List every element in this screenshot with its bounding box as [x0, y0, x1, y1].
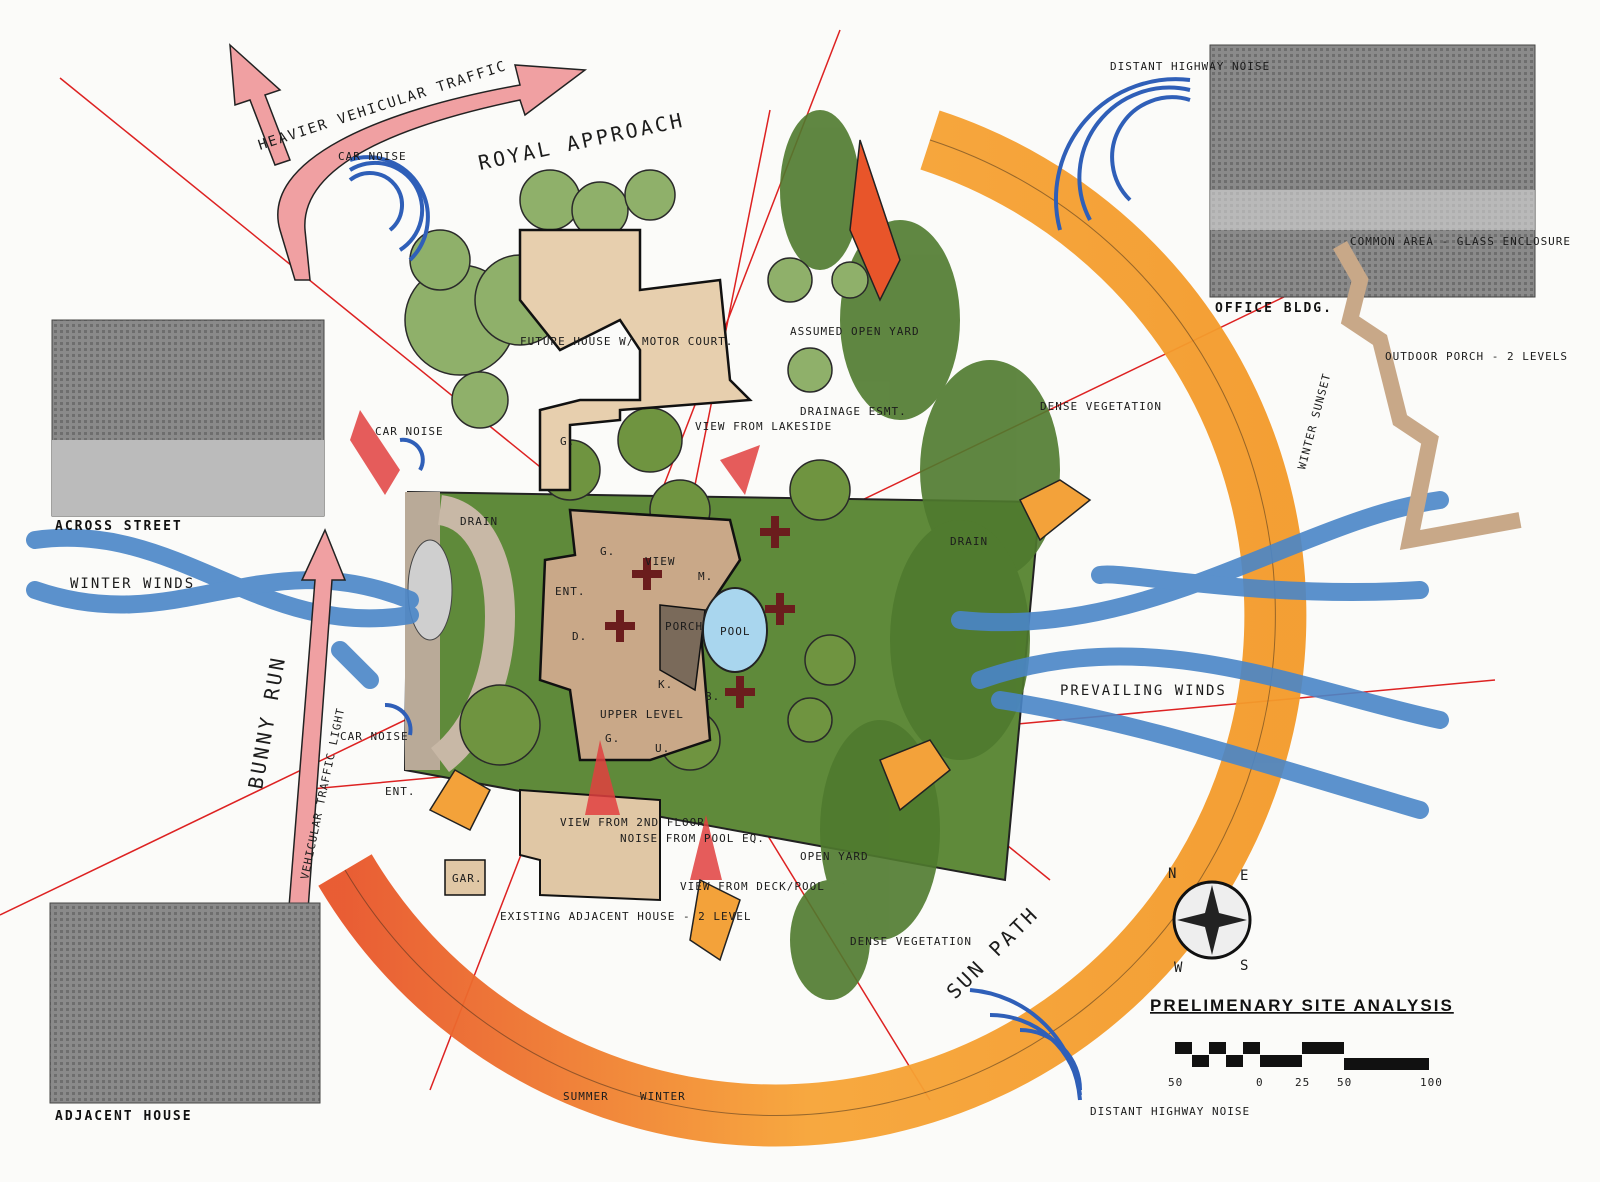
label-gar: GAR.: [452, 872, 483, 885]
scale-tick: 50: [1168, 1076, 1183, 1089]
label-ent-drive: ENT.: [385, 785, 416, 798]
traffic-arrows: [229, 43, 588, 1021]
outdoor-porch: [1333, 241, 1522, 550]
pool: [702, 587, 768, 673]
label-dining: D.: [572, 630, 587, 643]
label-utility: U.: [655, 742, 670, 755]
label-royal-approach: ROYAL APPROACH: [476, 108, 687, 175]
label-porch: PORCH: [665, 620, 703, 633]
trees: [404, 169, 869, 771]
compass-n: N: [1168, 866, 1178, 882]
label-view-2nd-floor: VIEW FROM 2ND FLOOR: [560, 816, 705, 829]
label-upper-level: UPPER LEVEL: [600, 708, 684, 721]
label-winter-winds: WINTER WINDS: [70, 576, 195, 592]
photo-office-bldg: [1209, 44, 1536, 298]
label-bunny-run: BUNNY RUN: [243, 653, 290, 790]
label-existing-house: EXISTING ADJACENT HOUSE - 2 LEVEL: [500, 910, 752, 923]
label-ent: ENT.: [555, 585, 586, 598]
scale-tick: 100: [1420, 1076, 1443, 1089]
drive-island: [407, 539, 453, 641]
label-pool: POOL: [720, 625, 751, 638]
photo-office-field: [1210, 190, 1535, 230]
label-view: VIEW: [645, 555, 676, 568]
label-car-noise-lower: CAR NOISE: [340, 730, 409, 743]
label-winter: WINTER: [640, 1090, 686, 1103]
label-prevailing-winds: PREVAILING WINDS: [1060, 683, 1227, 699]
future-house: [518, 228, 753, 492]
label-noise-pool-eq: NOISE FROM POOL EQ.: [620, 832, 765, 845]
scale-tick: 50: [1337, 1076, 1352, 1089]
compass-s: S: [1240, 958, 1250, 974]
porch: [659, 604, 706, 692]
label-dense-vegetation: DENSE VEGETATION: [1040, 400, 1162, 413]
label-car-noise: CAR NOISE: [338, 150, 407, 163]
label-garage-lower: G.: [605, 732, 620, 745]
view-cones: [350, 410, 760, 880]
label-outdoor-porch: OUTDOOR PORCH - 2 LEVELS: [1385, 350, 1568, 363]
garage-building: [444, 859, 486, 896]
photo-caption-office: OFFICE BLDG.: [1215, 301, 1333, 316]
label-common-area: COMMON AREA - GLASS ENCLOSURE: [1350, 235, 1571, 248]
label-drain-left: DRAIN: [460, 515, 498, 528]
photo-caption-across: ACROSS STREET: [55, 519, 183, 534]
label-view-lakeside: VIEW FROM LAKESIDE: [695, 420, 832, 433]
label-view-deck-pool: VIEW FROM DECK/POOL: [680, 880, 825, 893]
scale-tick: 0: [1256, 1076, 1264, 1089]
label-future-house: FUTURE HOUSE W/ MOTOR COURT.: [520, 335, 733, 348]
label-kitchen: K.: [658, 678, 673, 691]
compass-e: E: [1240, 868, 1250, 884]
label-garage: G.: [600, 545, 615, 558]
photo-caption-adjacent: ADJACENT HOUSE: [55, 1109, 193, 1124]
compass-w: W: [1174, 960, 1184, 976]
label-highway-noise-bottom: DISTANT HIGHWAY NOISE: [1090, 1105, 1250, 1118]
label-car-noise-mid: CAR NOISE: [375, 425, 444, 438]
scale-bar: [1175, 1042, 1429, 1070]
label-bedroom: B.: [705, 690, 720, 703]
label-drainage-esmt: DRAINAGE ESMT.: [800, 405, 907, 418]
sun-path-outline: [344, 139, 1276, 1116]
label-open-yard: OPEN YARD: [800, 850, 869, 863]
main-house: [538, 508, 742, 762]
sheet-title: PRELIMENARY SITE ANALYSIS: [1150, 996, 1454, 1015]
dense-vegetation: [780, 110, 1060, 1000]
view-markers: [605, 516, 795, 708]
scale-tick: 25: [1295, 1076, 1310, 1089]
sun-arrows: [428, 139, 1092, 962]
label-assumed-open-yard: ASSUMED OPEN YARD: [790, 325, 920, 338]
wind-arrows: [26, 491, 1449, 819]
label-dense-vegetation-lower: DENSE VEGETATION: [850, 935, 972, 948]
label-summer: SUMMER: [563, 1090, 609, 1103]
existing-adjacent-house: [519, 788, 661, 902]
label-master: M.: [698, 570, 713, 583]
photo-across-street-road: [52, 440, 324, 516]
label-winter-sunset: WINTER SUNSET: [1295, 372, 1333, 471]
label-garage-future: G.: [560, 435, 575, 448]
label-sun-path: SUN PATH: [942, 901, 1044, 1003]
noise-waves: [348, 77, 1191, 1101]
label-drain: DRAIN: [950, 535, 988, 548]
compass: N E S W: [1168, 866, 1252, 976]
photo-adjacent-house: [49, 902, 321, 1104]
label-highway-noise-top: DISTANT HIGHWAY NOISE: [1110, 60, 1270, 73]
